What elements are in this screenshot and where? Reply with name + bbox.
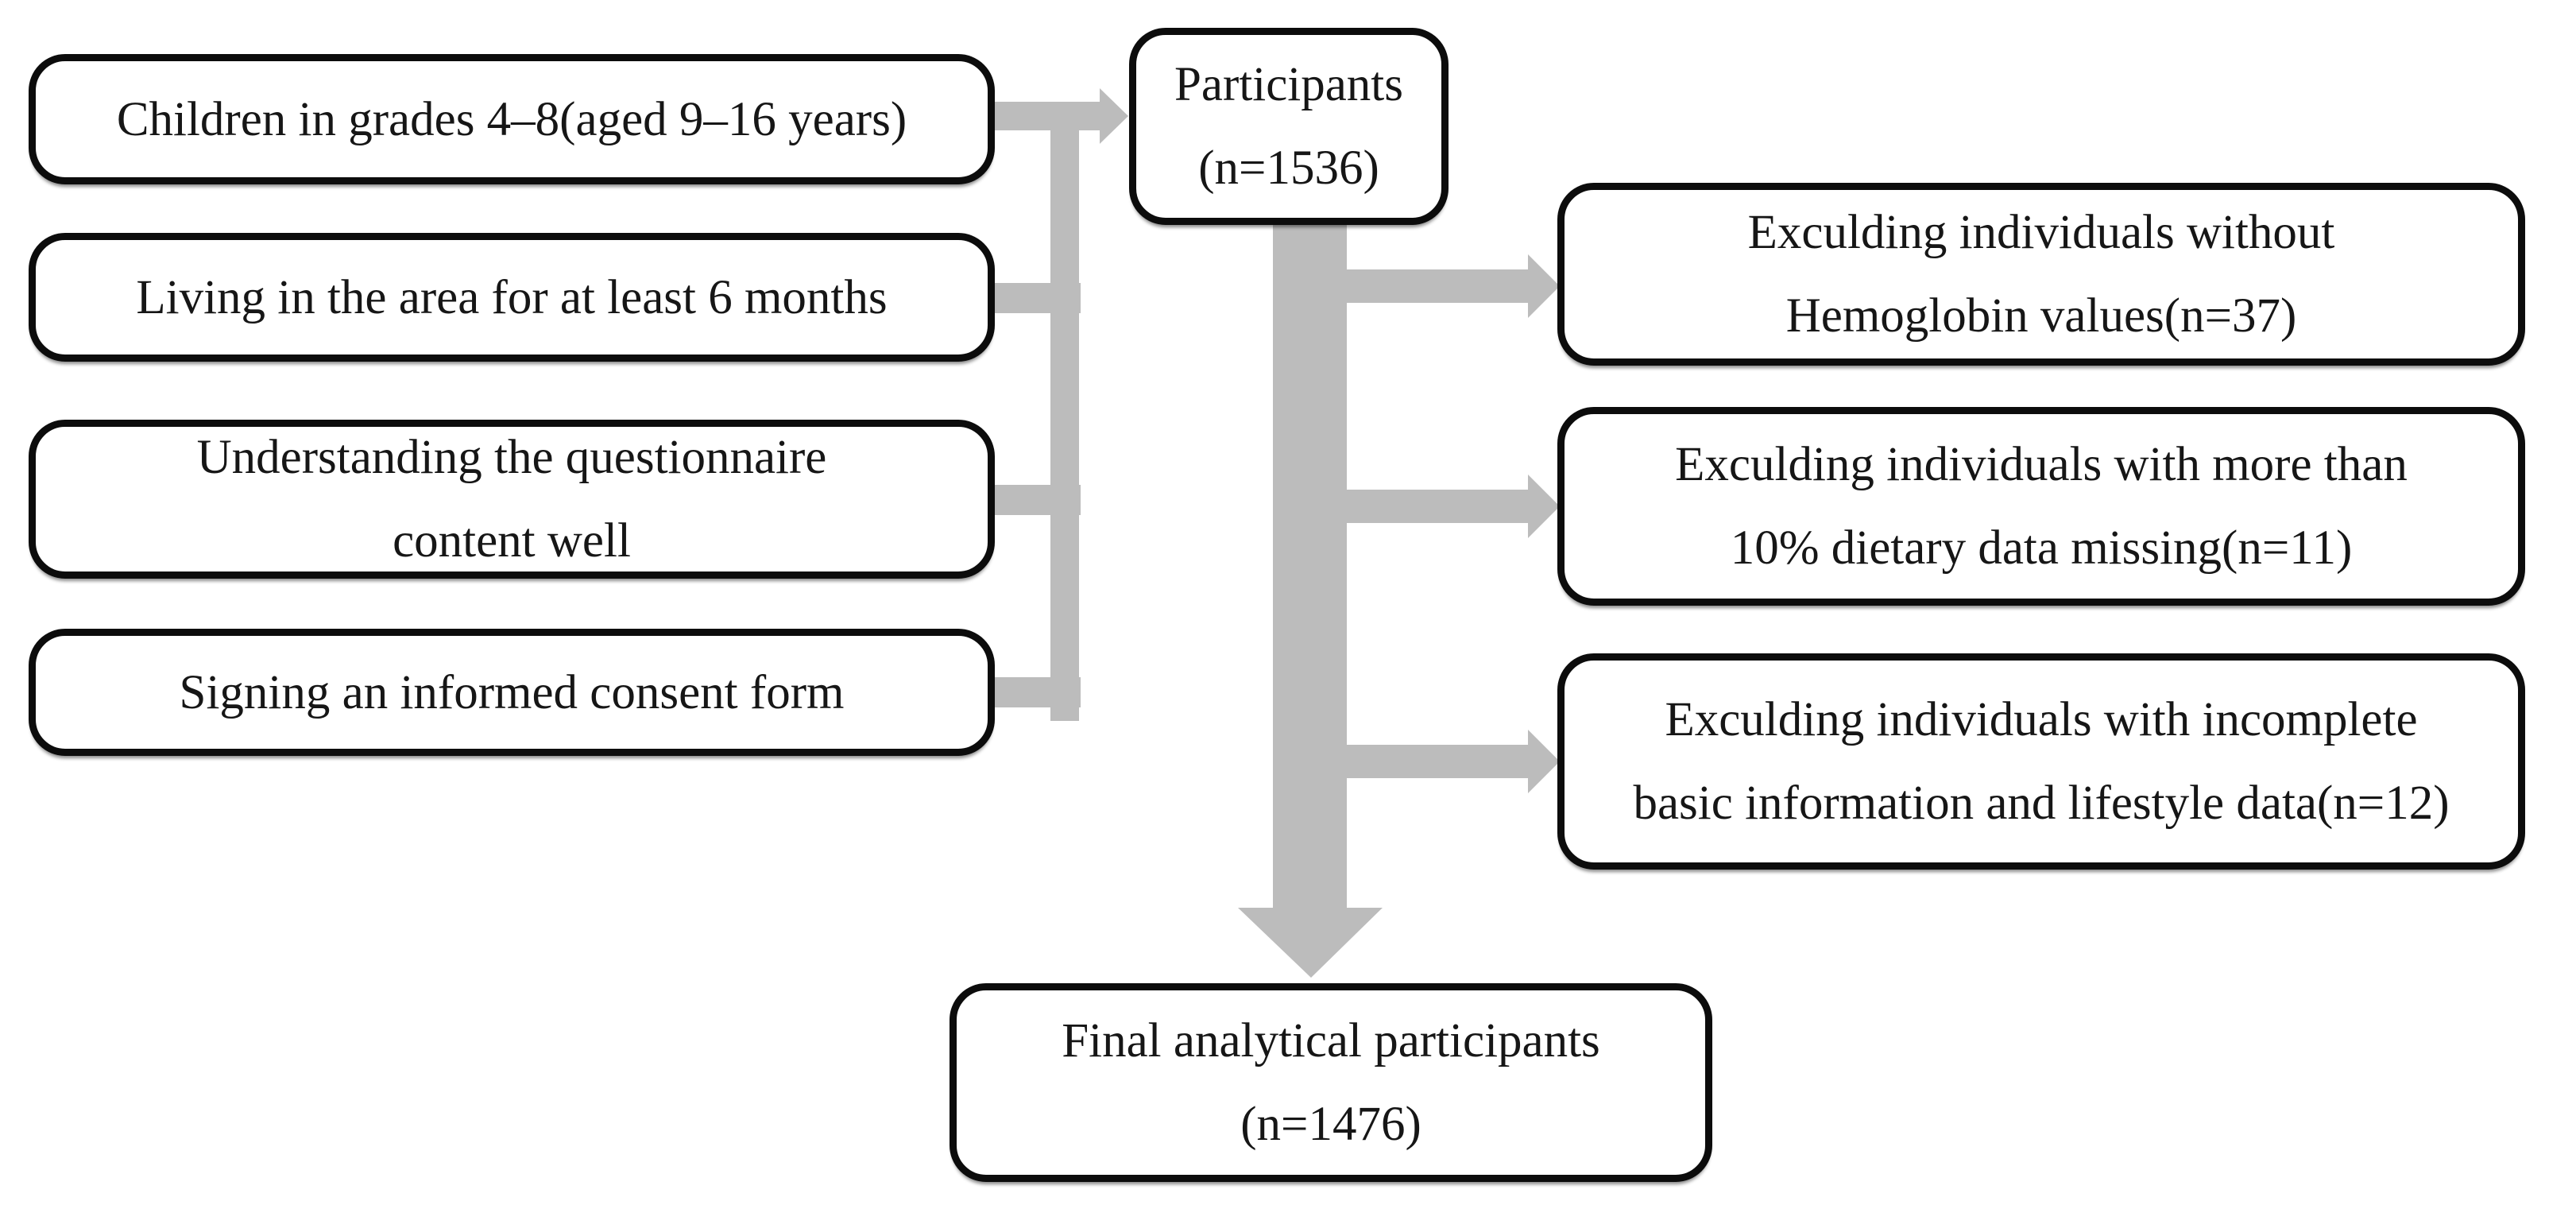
box-text: Understanding the questionnaire <box>196 431 827 484</box>
box-inclusion-consent: Signing an informed consent form <box>29 629 995 756</box>
box-inclusion-residence: Living in the area for at least 6 months <box>29 233 995 362</box>
arrow-exclusion-dietary-head <box>1528 475 1560 538</box>
box-inclusion-grade: Children in grades 4–8(aged 9–16 years) <box>29 54 995 184</box>
box-text: 10% dietary data missing(n=11) <box>1730 521 2353 575</box>
arrow-participants-to-final-head <box>1238 908 1383 978</box>
arrow-criteria-to-participants-shaft <box>992 102 1103 130</box>
connector-questionnaire-box <box>992 485 1081 515</box>
box-participants: Participants (n=1536) <box>1129 28 1449 225</box>
inclusion-collector-bar <box>1050 102 1079 721</box>
box-text: Signing an informed consent form <box>179 665 845 719</box>
box-final-participants: Final analytical participants (n=1476) <box>950 983 1712 1182</box>
connector-consent-box <box>992 677 1081 707</box>
box-inclusion-questionnaire: Understanding the questionnaire content … <box>29 420 995 579</box>
arrow-exclusion-hemoglobin-shaft <box>1341 269 1530 303</box>
box-exclusion-basic-info: Exculding individuals with incomplete ba… <box>1557 653 2525 870</box>
box-text: Participants <box>1174 58 1403 111</box>
box-exclusion-dietary: Exculding individuals with more than 10%… <box>1557 407 2525 606</box>
arrow-exclusion-dietary-shaft <box>1341 490 1530 523</box>
arrow-exclusion-basicinfo-shaft <box>1341 745 1530 778</box>
box-text: Final analytical participants <box>1062 1014 1600 1067</box>
box-text: Hemoglobin values(n=37) <box>1785 289 2297 343</box>
box-text: Living in the area for at least 6 months <box>136 270 888 324</box>
arrow-exclusion-hemoglobin-head <box>1528 254 1560 318</box>
arrow-participants-to-final-shaft <box>1273 223 1347 908</box>
box-text: Children in grades 4–8(aged 9–16 years) <box>116 92 907 146</box>
box-text: Exculding individuals without <box>1747 206 2335 259</box>
arrow-exclusion-basicinfo-head <box>1528 730 1560 793</box>
connector-residence-box <box>992 283 1081 313</box>
box-text: basic information and lifestyle data(n=1… <box>1633 777 2450 830</box>
final-count: (n=1476) <box>1240 1098 1421 1151</box>
arrow-criteria-to-participants-head <box>1100 88 1128 144</box>
box-text: content well <box>393 514 631 568</box>
box-text: Exculding individuals with more than <box>1675 438 2408 491</box>
participants-count: (n=1536) <box>1198 141 1379 195</box>
box-text: Exculding individuals with incomplete <box>1665 693 2418 746</box>
box-exclusion-hemoglobin: Exculding individuals without Hemoglobin… <box>1557 183 2525 366</box>
